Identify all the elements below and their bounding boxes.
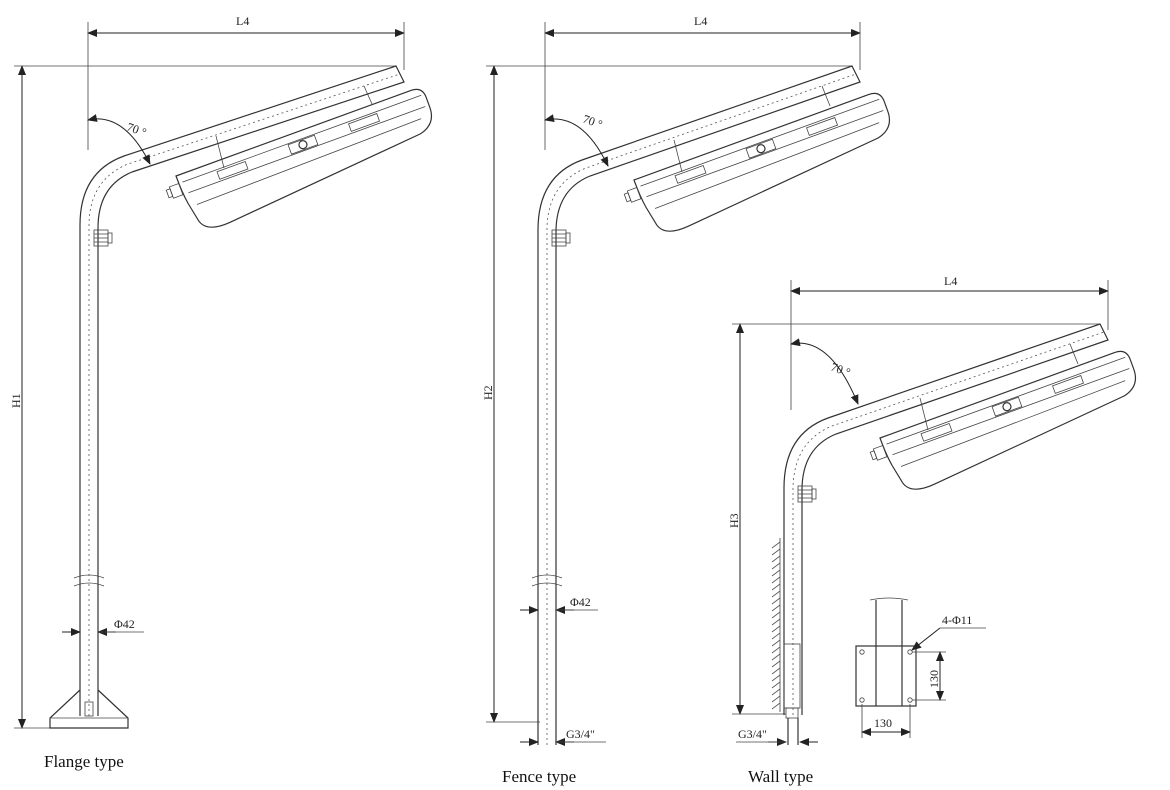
hatch-line <box>771 604 781 612</box>
pole <box>79 65 405 716</box>
luminaire <box>162 85 445 240</box>
angle-arc <box>87 114 151 165</box>
angle-arc <box>790 338 859 405</box>
l4-label: L4 <box>944 274 957 288</box>
wall-hatching <box>771 541 781 710</box>
h1-label: H1 <box>9 393 23 408</box>
angle-label: 70 ° <box>125 120 149 140</box>
hatch-line <box>771 541 781 549</box>
caption-flange-type: Flange type <box>44 752 124 771</box>
diameter-label: Φ42 <box>570 595 591 609</box>
hatch-line <box>771 576 781 584</box>
l4-label: L4 <box>694 14 707 28</box>
hatch-line <box>771 583 781 591</box>
pole <box>537 65 861 745</box>
diameter-label: Φ42 <box>114 617 135 631</box>
hatch-line <box>771 555 781 563</box>
mounting-hole <box>907 649 913 655</box>
thread-label: G3/4" <box>566 727 595 741</box>
pole <box>783 323 1109 715</box>
hatch-line <box>771 660 781 668</box>
wall-plate-detail: 4-Φ11 130 130 <box>855 597 986 738</box>
hatch-line <box>771 653 781 661</box>
hatch-line <box>771 611 781 619</box>
fence-type-diagram: L4 H2 70 ° Φ42 G3/4" Fence type <box>481 14 903 786</box>
hatch-line <box>771 632 781 640</box>
hatch-line <box>771 681 781 689</box>
hatch-line <box>771 618 781 626</box>
hatch-line <box>771 590 781 598</box>
hatch-line <box>771 667 781 675</box>
flange-type-diagram: L4 H1 70 ° Φ42 Flange type <box>9 14 445 771</box>
hatch-line <box>771 646 781 654</box>
angle-label: 70 ° <box>581 112 605 132</box>
mounting-hole <box>907 697 913 703</box>
hatch-line <box>771 569 781 577</box>
hatch-line <box>771 639 781 647</box>
hatch-line <box>771 625 781 633</box>
hatch-line <box>771 674 781 682</box>
hatch-line <box>771 548 781 556</box>
cable-gland <box>797 485 817 503</box>
hatch-line <box>771 597 781 605</box>
mounting-hole <box>859 649 865 655</box>
luminaire <box>620 89 903 244</box>
cable-gland <box>93 229 113 247</box>
h2-label: H2 <box>481 385 495 400</box>
cable-gland <box>551 229 571 247</box>
flange-base <box>49 689 129 729</box>
wall-type-diagram: L4 H3 70 ° G3/4" Wall type <box>727 274 1149 786</box>
caption-fence-type: Fence type <box>502 767 576 786</box>
plate-width-label: 130 <box>874 716 892 730</box>
thread-label: G3/4" <box>738 727 767 741</box>
holes-label: 4-Φ11 <box>942 613 972 627</box>
h3-label: H3 <box>727 513 741 528</box>
hatch-line <box>771 562 781 570</box>
angle-label: 70 ° <box>829 360 853 380</box>
mounting-plate <box>855 645 917 707</box>
plate-height-label: 130 <box>927 670 941 688</box>
mounting-hole <box>859 697 865 703</box>
hatch-line <box>771 695 781 703</box>
angle-arc <box>544 114 609 167</box>
caption-wall-type: Wall type <box>748 767 813 786</box>
hatch-line <box>771 688 781 696</box>
luminaire <box>866 347 1149 502</box>
hatch-line <box>771 702 781 710</box>
l4-label: L4 <box>236 14 249 28</box>
